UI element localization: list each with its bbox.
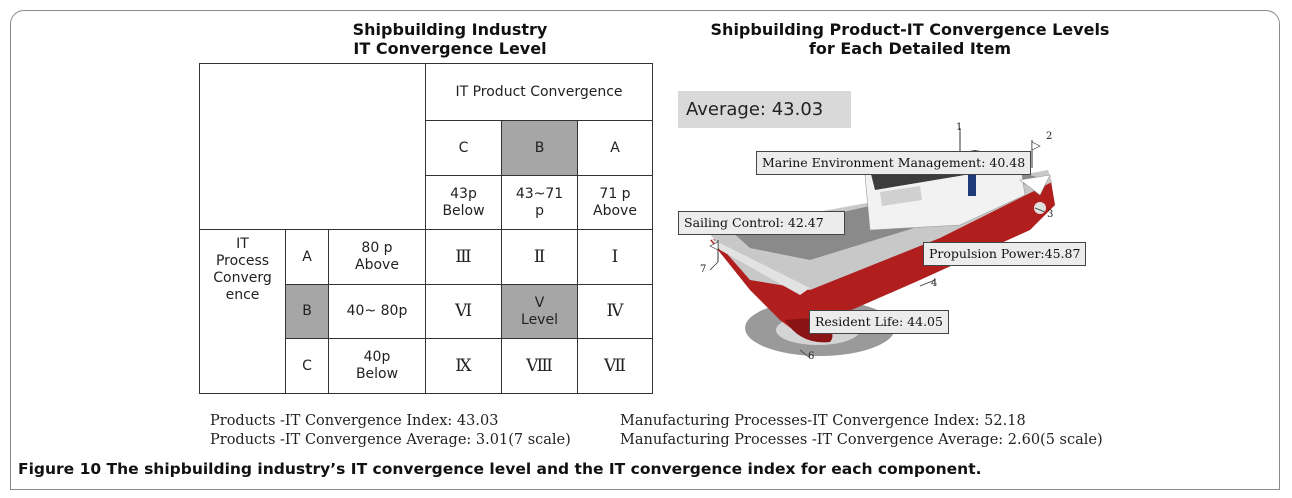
products-average: Products -IT Convergence Average: 3.01(7… [210, 432, 571, 448]
level-cell-8: Ⅷ [501, 338, 578, 394]
marker-3: 3 [1047, 209, 1054, 220]
process-range-a: 80 p Above [328, 229, 426, 285]
left-figure-title: Shipbuilding Industry IT Convergence Lev… [352, 20, 548, 58]
marker-7: 7 [700, 264, 707, 275]
table-blank-corner [199, 63, 426, 230]
level-cell-5: V Level [501, 284, 578, 339]
ship-illustration [708, 128, 1055, 359]
level-cell-6: Ⅵ [425, 284, 502, 339]
average-badge: Average: 43.03 [678, 91, 851, 128]
product-range-b: 43~71 p [501, 175, 578, 230]
resident-life-label: Resident Life: 44.05 [809, 310, 949, 334]
figure-frame [10, 10, 1280, 490]
product-range-a: 71 p Above [577, 175, 653, 230]
marker-1: 1 [956, 122, 963, 133]
process-convergence-header: IT Process Converg ence [199, 229, 286, 394]
process-grade-c: C [285, 338, 329, 394]
product-grade-c: C [425, 120, 502, 176]
level-cell-9: Ⅸ [425, 338, 502, 394]
figure-caption: Figure 10 The shipbuilding industry’s IT… [18, 460, 982, 478]
product-range-c: 43p Below [425, 175, 502, 230]
level-cell-4: Ⅳ [577, 284, 653, 339]
convergence-level-table: IT Product Convergence C B A 43p Below 4… [199, 63, 653, 394]
marine-environment-label: Marine Environment Management: 40.48 [756, 151, 1032, 175]
figure-label: Figure 10 [18, 460, 102, 478]
product-grade-b: B [501, 120, 578, 176]
marker-6: 6 [808, 351, 815, 362]
level-cell-1: Ⅰ [577, 229, 653, 285]
process-range-b: 40~ 80p [328, 284, 426, 339]
marker-2: 2 [1046, 131, 1053, 142]
product-convergence-header: IT Product Convergence [425, 63, 653, 121]
level-cell-7: Ⅶ [577, 338, 653, 394]
level-5-word: Level [521, 311, 558, 328]
process-grade-b: B [285, 284, 329, 339]
figure-caption-text: The shipbuilding industry’s IT convergen… [101, 460, 982, 478]
products-index: Products -IT Convergence Index: 43.03 [210, 413, 499, 429]
product-grade-a: A [577, 120, 653, 176]
level-5-numeral: V [534, 294, 545, 311]
process-index: Manufacturing Processes-IT Convergence I… [620, 413, 1026, 429]
level-cell-2: Ⅱ [501, 229, 578, 285]
process-grade-a: A [285, 229, 329, 285]
process-average: Manufacturing Processes -IT Convergence … [620, 432, 1103, 448]
sailing-control-label: Sailing Control: 42.47 [678, 211, 845, 235]
process-range-c: 40p Below [328, 338, 426, 394]
propulsion-power-label: Propulsion Power:45.87 [923, 242, 1087, 266]
marker-4: 4 [931, 278, 938, 289]
level-cell-3: Ⅲ [425, 229, 502, 285]
right-figure-title: Shipbuilding Product-IT Convergence Leve… [710, 20, 1110, 58]
